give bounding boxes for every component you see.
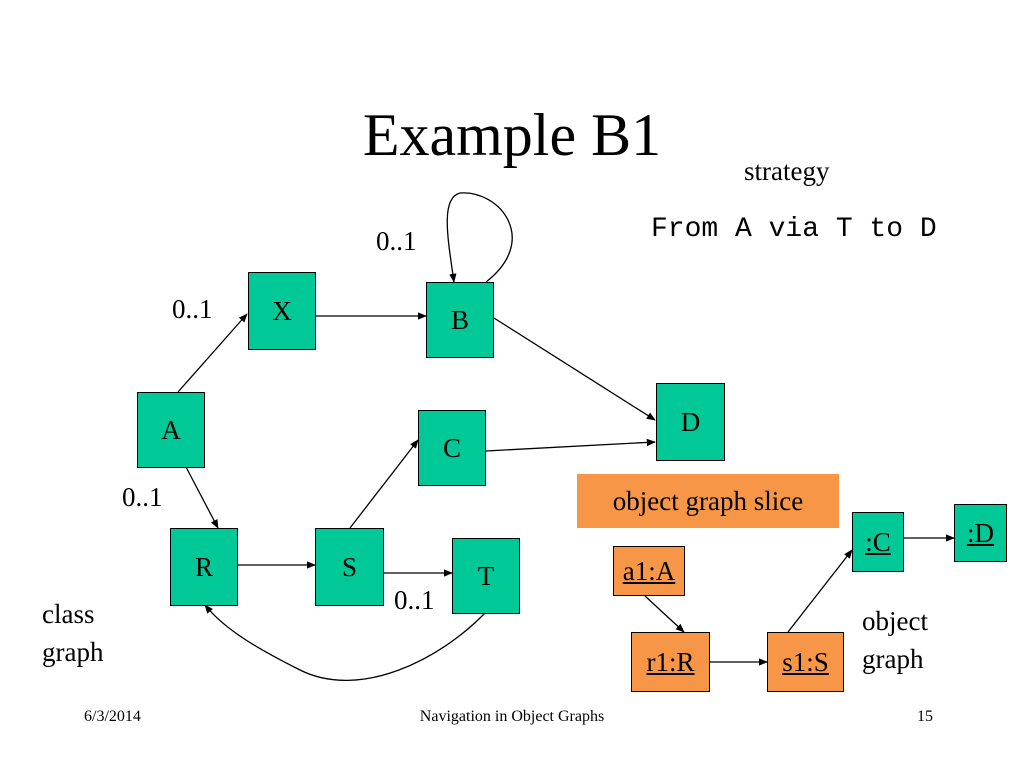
class-node-s: S — [315, 528, 384, 606]
class-graph-caption-line2: graph — [42, 637, 104, 667]
object-graph-caption-line1: object — [862, 606, 928, 636]
edge-t-r — [204, 604, 487, 681]
class-node-x: X — [248, 272, 316, 350]
object-node-c: :C — [852, 512, 904, 572]
footer-page-number: 15 — [917, 708, 933, 725]
slide-title: Example B1 — [362, 102, 662, 168]
object-graph-slice-label: object graph slice — [577, 474, 839, 528]
edge-a-x — [177, 313, 248, 393]
object-graph-caption-line2: graph — [862, 644, 924, 674]
object-node-s1: s1:S — [767, 632, 844, 692]
class-graph-caption-line1: class — [42, 599, 95, 629]
class-node-r: R — [170, 528, 238, 606]
class-node-d: D — [656, 383, 725, 461]
edge-s1-c — [787, 549, 853, 633]
object-node-r1: r1:R — [631, 632, 710, 692]
footer-date: 6/3/2014 — [84, 708, 141, 725]
edge-a1-r1 — [644, 595, 685, 633]
class-node-t: T — [452, 538, 520, 614]
multiplicity-s-t: 0..1 — [394, 585, 435, 615]
edge-b-d — [493, 317, 656, 421]
object-node-a1: a1:A — [613, 546, 685, 596]
footer-title: Navigation in Object Graphs — [419, 708, 605, 725]
multiplicity-b-b: 0..1 — [376, 226, 417, 256]
class-node-b: B — [426, 282, 494, 358]
strategy-label: strategy — [744, 156, 830, 186]
edge-c-d — [485, 438, 656, 452]
multiplicity-a-x: 0..1 — [172, 294, 213, 324]
edge-a-r — [185, 466, 219, 529]
edge-s-c — [349, 439, 419, 529]
edge-b-b-loop — [446, 192, 513, 283]
strategy-code: From A via T to D — [651, 214, 937, 245]
object-node-d: :D — [954, 504, 1007, 562]
class-node-c: C — [418, 410, 486, 486]
class-node-a: A — [137, 392, 205, 468]
multiplicity-a-r: 0..1 — [122, 482, 163, 512]
